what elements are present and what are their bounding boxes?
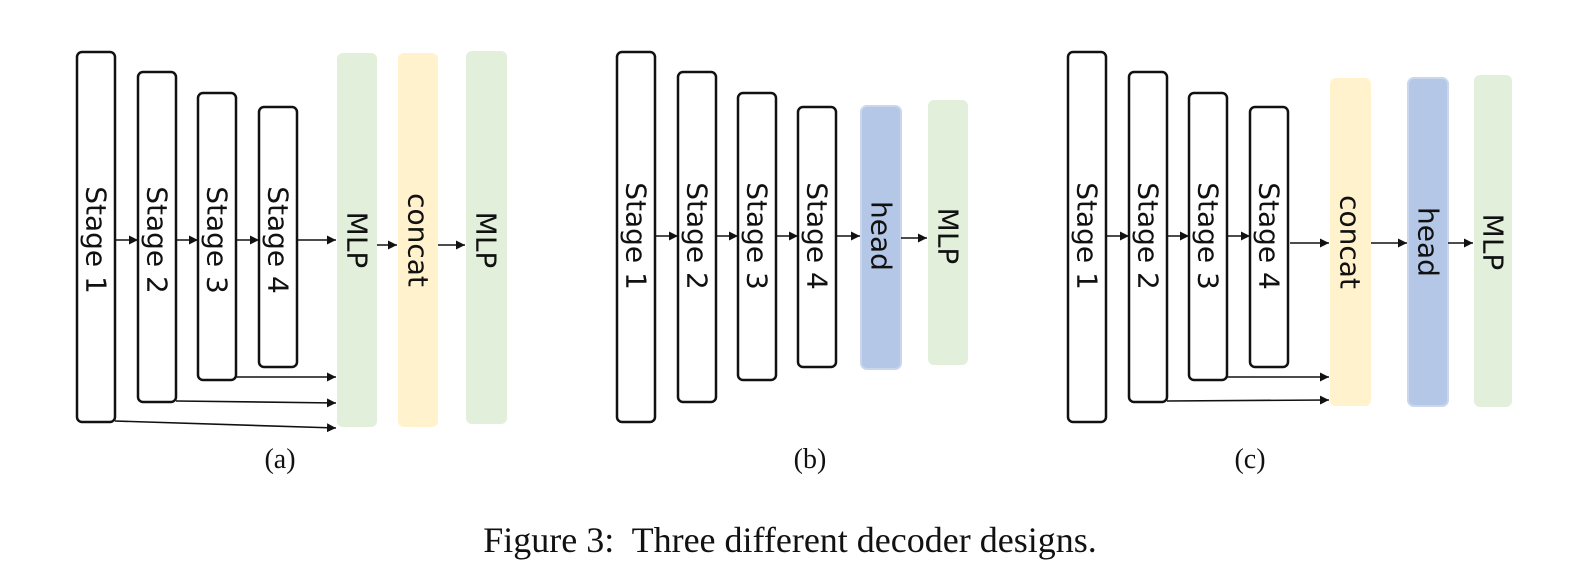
panel-c-concat-block	[1330, 78, 1371, 406]
panel-c-stage-3-label: Stage 3	[1192, 182, 1225, 290]
panel-a-stage-2-label: Stage 2	[141, 186, 174, 294]
panel-c-skip-arrow-stage2	[1166, 395, 1330, 405]
figure-caption: Figure 3: Three different decoder design…	[483, 520, 1096, 560]
panel-c-head-label: head	[1412, 207, 1445, 277]
panel-c-concat-label: concat	[1334, 195, 1367, 289]
panel-c-mlp-block	[1474, 75, 1512, 407]
panel-c-stage-1-block	[1066, 50, 1108, 424]
panel-b-stage-3-label: Stage 3	[741, 182, 774, 290]
panel-a-stage-3-block	[196, 91, 238, 382]
panel-b-mlp-block	[928, 100, 968, 365]
panel-a-stage-4-block	[257, 105, 299, 369]
panel-a-mlp-label-2: MLP	[470, 212, 503, 269]
panel-c-head-border	[1407, 77, 1449, 407]
panel-c: Stage 1 Stage 2 Stage 3 Stage 4 concat h…	[1066, 50, 1512, 475]
panel-b-mlp-label: MLP	[932, 208, 965, 265]
panel-c-stage-1-label: Stage 1	[1071, 182, 1104, 290]
panel-b-stage-4-label: Stage 4	[801, 182, 834, 290]
panel-a-stage-2-block	[136, 70, 178, 404]
panel-c-head-block	[1408, 78, 1448, 406]
panel-c-stage-2-label: Stage 2	[1132, 182, 1165, 290]
panel-a-mlp-block-1	[337, 53, 377, 427]
panel-a-concat-label: concat	[402, 193, 435, 287]
panel-a-stage-1-label: Stage 1	[80, 186, 113, 294]
panel-c-stage-4-label: Stage 4	[1253, 182, 1286, 290]
panel-c-mlp-label: MLP	[1477, 214, 1510, 271]
panel-b-stage-2-label: Stage 2	[681, 182, 714, 290]
panel-a-stage-3-label: Stage 3	[201, 186, 234, 294]
panel-b-head-block	[861, 106, 901, 369]
panel-b-sublabel: (b)	[794, 444, 827, 475]
panel-c-stage-2-block	[1127, 70, 1169, 404]
panel-b-stage-4-block	[796, 105, 838, 369]
panel-c-sublabel: (c)	[1234, 444, 1265, 475]
panel-a-skip-arrow-stage1	[114, 420, 337, 433]
panel-b-stage-1-block	[615, 50, 657, 424]
panel-a-mlp-label-1: MLP	[341, 212, 374, 269]
panel-b-head-label: head	[865, 201, 898, 271]
panel-a-stage-4-label: Stage 4	[262, 186, 295, 294]
panel-b-stage-2-block	[676, 70, 718, 404]
panel-a-concat-block	[398, 53, 438, 427]
panel-b-stage-1-label: Stage 1	[620, 182, 653, 290]
panel-a-stage-1-block	[75, 50, 117, 424]
panel-a-sublabel: (a)	[264, 444, 295, 475]
panel-c-stage-4-block	[1248, 105, 1290, 369]
panel-a-mlp-block-2	[466, 51, 507, 424]
panel-b: Stage 1 Stage 2 Stage 3 Stage 4 head MLP…	[615, 50, 968, 475]
panel-a-skip-arrow-stage2	[175, 398, 337, 408]
panel-a: Stage 1 Stage 2 Stage 3 Stage 4 MLP conc…	[75, 50, 507, 475]
